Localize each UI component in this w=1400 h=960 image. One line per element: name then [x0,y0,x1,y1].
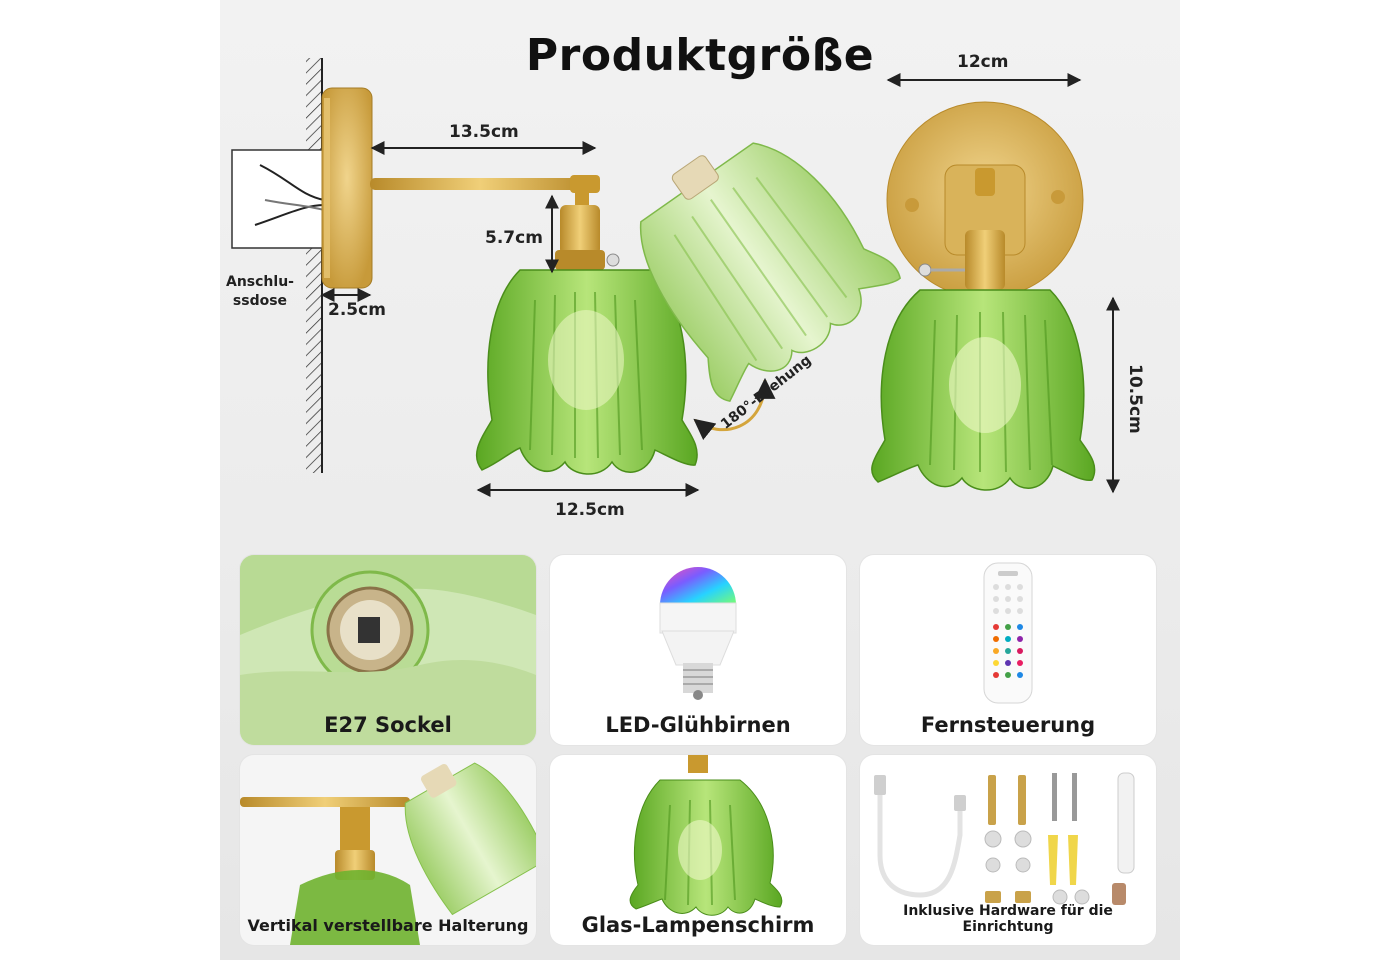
dimension-diagram [231,58,1120,497]
junction-box [231,149,325,249]
feature-card-remote: Fernsteuerung [860,555,1156,745]
glass-shade-front-view [871,289,1096,491]
dimension-lines [320,73,1120,497]
feature-caption: Vertikal verstellbare Halterung [247,916,529,935]
glass-shade-front [475,269,698,475]
remote-control-icon [983,562,1033,704]
feature-card-bulb: LED-Glühbirnen [550,555,846,745]
feature-caption: Fernsteuerung [920,713,1096,737]
feature-caption: E27 Sockel [324,713,452,737]
hardware-kit-icon [874,772,1135,905]
shade-height-label: 10.5cm [1125,364,1145,434]
socket-front [555,205,620,270]
feature-card-shade: Glas-Lampenschirm [550,755,846,945]
lamp-arm [370,175,600,210]
rotation-arrow [693,377,776,440]
page-title: Produktgröße [525,30,875,81]
glass-shade-icon [629,755,783,916]
junction-box-label: Anschlu- ssdose [226,274,294,309]
glass-shade-rotated [639,142,901,402]
shade-width-label: 12.5cm [555,500,625,520]
feature-caption: LED-Glühbirnen [605,713,791,737]
wall-plate-front [886,101,1084,299]
feature-card-arm: Vertikal verstellbare Halterung [240,755,536,945]
drop-label: 5.7cm [485,228,543,248]
feature-cards: E27 Sockel LED-Glühbirn [240,555,1160,955]
wall [306,58,323,473]
product-infographic: Produktgröße [220,0,1180,960]
rgb-bulb-icon [659,567,737,700]
adjustable-arm-icon [240,762,536,945]
wall-plate-side [321,87,373,289]
feature-caption: Glas-Lampenschirm [581,913,815,937]
arm-length-label: 13.5cm [449,122,519,142]
feature-card-socket: E27 Sockel [240,555,536,745]
plate-width-label: 12cm [957,52,1009,72]
feature-card-hardware: Inklusive Hardware für die Einrichtung [860,755,1156,945]
plate-depth-label: 2.5cm [328,300,386,320]
socket-icon [240,555,536,745]
feature-caption: Inklusive Hardware für die Einrichtung [903,903,1113,935]
